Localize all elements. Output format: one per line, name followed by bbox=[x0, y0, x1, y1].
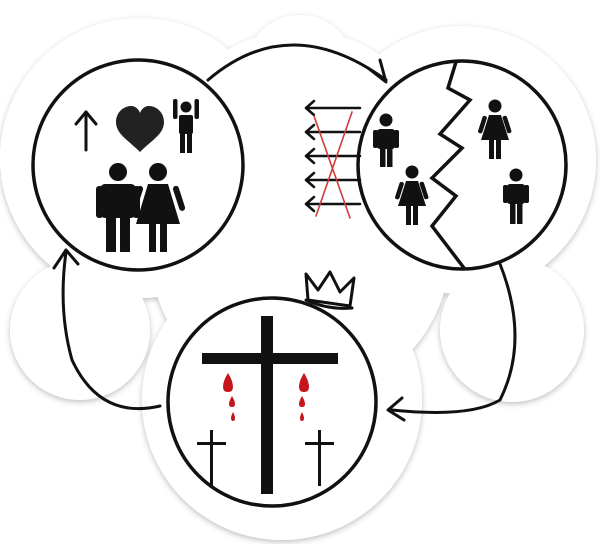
woman-icon bbox=[478, 99, 512, 159]
jagged-divide-line-icon bbox=[429, 61, 473, 270]
node-creation bbox=[31, 58, 245, 272]
arrow-cross-to-creation bbox=[52, 248, 162, 411]
node-separation bbox=[304, 59, 568, 271]
large-cross-icon bbox=[202, 316, 338, 494]
crown-icon bbox=[304, 270, 356, 310]
up-arrow-icon bbox=[74, 110, 98, 152]
woman-icon bbox=[130, 163, 186, 252]
raised-arms-figure-icon bbox=[173, 99, 199, 153]
node-creation-circle bbox=[31, 58, 245, 272]
cycle-arrows bbox=[52, 43, 517, 422]
small-cross-icon bbox=[197, 430, 226, 486]
man-icon bbox=[503, 168, 529, 224]
heart-icon bbox=[116, 106, 164, 152]
arrow-separation-to-cross bbox=[386, 262, 517, 422]
small-cross-icon bbox=[305, 430, 334, 486]
crossed-out-arrows-icon bbox=[304, 99, 362, 219]
woman-icon bbox=[395, 165, 429, 225]
arrow-creation-to-separation bbox=[206, 43, 388, 84]
man-icon bbox=[373, 113, 399, 167]
node-cross bbox=[166, 270, 378, 508]
blood-drops-icon bbox=[223, 373, 309, 421]
